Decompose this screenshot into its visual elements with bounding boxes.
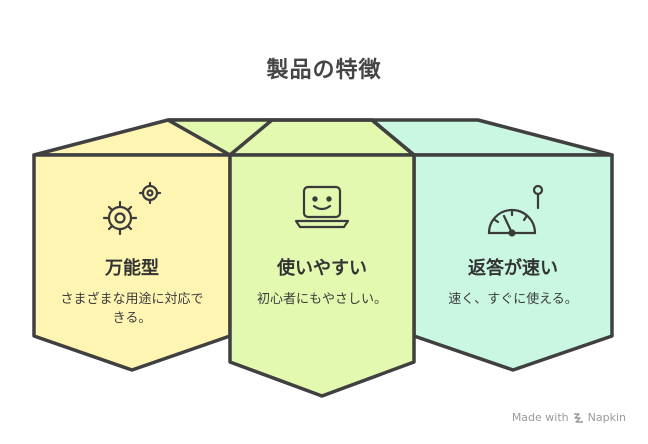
- napkin-brand-label: Napkin: [587, 411, 626, 424]
- gears-icon: [102, 181, 162, 236]
- speedometer-icon: [487, 184, 544, 237]
- card-2-title: 使いやすい: [277, 258, 367, 279]
- card-1-shape: [32, 153, 232, 372]
- card-1-description: さまざまな用途に対応できる。: [60, 292, 204, 326]
- card-2-shape: [228, 153, 416, 398]
- made-with-label: Made with: [511, 411, 569, 424]
- made-with-napkin-badge[interactable]: Made with Napkin: [512, 411, 626, 424]
- smiley-laptop-icon: [294, 185, 350, 229]
- card-1-title: 万能型: [105, 258, 159, 279]
- card-2-top-edge: [228, 118, 416, 157]
- top-band: [32, 118, 614, 157]
- card-2-description: 初心者にもやさしい。: [256, 292, 387, 307]
- card-3-title: 返答が速い: [468, 258, 558, 279]
- napkin-logo-icon: [573, 413, 583, 423]
- page-title: 製品の特徴: [266, 58, 382, 83]
- card-3-description: 速く、すぐに使える。: [448, 292, 578, 307]
